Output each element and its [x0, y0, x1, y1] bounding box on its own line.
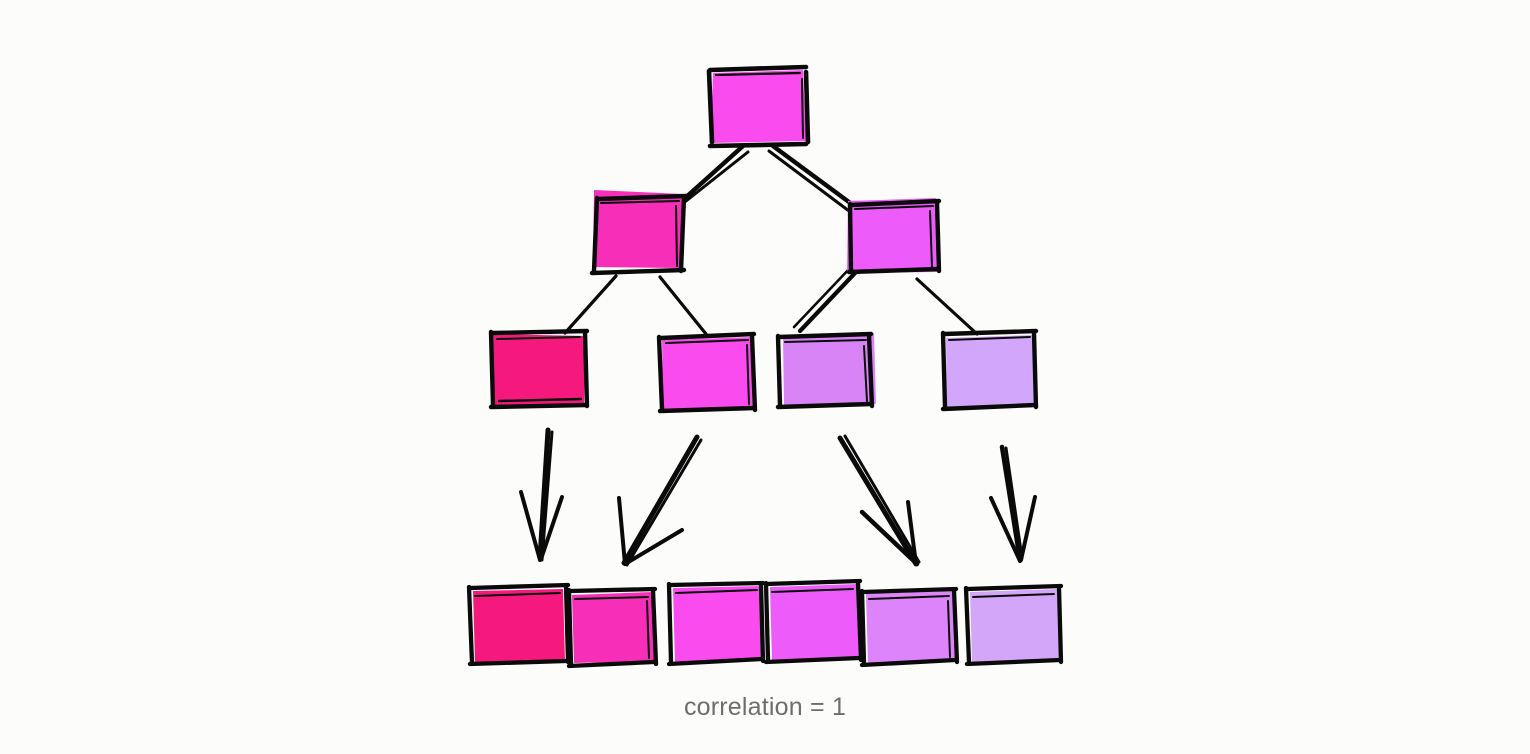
node-root-outline — [706, 64, 811, 149]
strip-swatch-1-outline — [466, 582, 571, 667]
strip-swatch-3[interactable] — [666, 580, 766, 667]
strip-swatch-3-fill — [673, 586, 762, 662]
strip-swatch-4-fill — [770, 584, 859, 661]
strip-swatch-6-outline — [963, 583, 1064, 667]
edge-mid-left-to-leaf-1 — [563, 274, 618, 335]
strip-swatch-4-outline — [763, 578, 864, 665]
edge-root-to-mid-right — [767, 143, 856, 213]
node-mid-right-outline — [846, 198, 942, 275]
strip-swatch-4[interactable] — [763, 578, 864, 665]
edge-mid-right-to-leaf-3 — [792, 265, 859, 334]
node-leaf-3-fill — [783, 333, 876, 406]
node-mid-right[interactable] — [846, 198, 942, 275]
node-leaf-2-outline — [656, 331, 758, 414]
strip-swatch-5-fill — [866, 591, 956, 663]
strip-swatch-1-fill — [473, 589, 565, 662]
edge-mid-left-to-leaf-2 — [658, 275, 708, 336]
strip-swatch-5[interactable] — [859, 586, 960, 668]
strip-swatch-5-outline — [859, 586, 960, 668]
edge-root-to-mid-left — [679, 143, 750, 207]
strip-swatch-3-outline — [666, 580, 766, 667]
strip-swatch-2-fill — [572, 592, 655, 663]
arrow-group — [519, 427, 1037, 567]
node-mid-right-fill — [847, 198, 938, 273]
node-mid-left-fill — [593, 190, 683, 268]
node-leaf-4-outline — [940, 328, 1039, 412]
node-leaf-3-outline — [775, 331, 875, 410]
node-root-fill — [711, 70, 806, 143]
arrow-2 — [617, 434, 703, 567]
edge-mid-right-to-leaf-4 — [915, 277, 979, 336]
arrow-1 — [519, 427, 564, 562]
node-leaf-2[interactable] — [656, 331, 758, 414]
node-leaf-1[interactable] — [488, 328, 590, 410]
node-root[interactable] — [706, 64, 811, 149]
strip-swatch-1[interactable] — [466, 582, 571, 667]
node-leaf-2-fill — [662, 337, 755, 409]
edge-group — [563, 143, 979, 336]
strip-swatch-2-outline — [566, 586, 659, 669]
node-leaf-4-fill — [946, 335, 1035, 409]
strip-swatch-6[interactable] — [963, 583, 1064, 667]
strip-swatch-2[interactable] — [566, 586, 659, 669]
arrow-4 — [989, 444, 1037, 563]
node-leaf-1-fill — [493, 334, 585, 406]
color-strip — [466, 578, 1064, 669]
node-mid-left-outline — [589, 193, 689, 276]
node-leaf-3[interactable] — [775, 331, 876, 410]
node-leaf-1-outline — [488, 328, 590, 410]
node-mid-left[interactable] — [589, 190, 689, 276]
node-leaf-4[interactable] — [940, 328, 1039, 412]
strip-swatch-6-fill — [970, 589, 1059, 662]
arrow-3 — [837, 434, 921, 567]
